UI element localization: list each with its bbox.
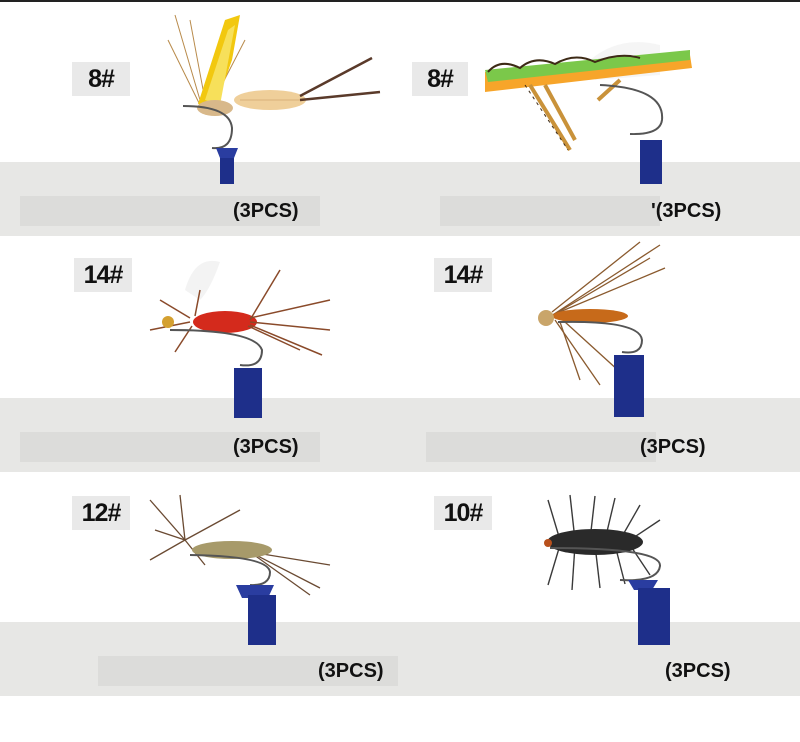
quantity-label-4: (3PCS) [640, 436, 706, 458]
size-label-3: 14# [74, 258, 132, 292]
fly-4-elk-hair-caddis [538, 241, 666, 417]
caption-strip [98, 656, 398, 686]
fly-6-woolly-bugger [544, 494, 670, 645]
fly-3-red-body [149, 260, 331, 418]
quantity-label-6: (3PCS) [665, 660, 731, 682]
caption-strip [426, 432, 656, 462]
top-border [0, 0, 800, 2]
size-label-6: 10# [434, 496, 492, 530]
size-label-5: 12# [72, 496, 130, 530]
fly-1-yellow-hopper [167, 14, 381, 184]
quantity-label-1: (3PCS) [233, 200, 299, 222]
quantity-label-5: (3PCS) [318, 660, 384, 682]
fly-5-dry-fly [149, 494, 331, 645]
caption-strip [440, 196, 660, 226]
fly-2-foam-hopper [485, 42, 692, 184]
size-label-2: 8# [412, 62, 468, 96]
caption-strip [20, 432, 320, 462]
size-label-4: 14# [434, 258, 492, 292]
quantity-label-3: (3PCS) [233, 436, 299, 458]
size-label-1: 8# [72, 62, 130, 96]
quantity-label-2: '(3PCS) [651, 200, 722, 222]
caption-strip [20, 196, 320, 226]
